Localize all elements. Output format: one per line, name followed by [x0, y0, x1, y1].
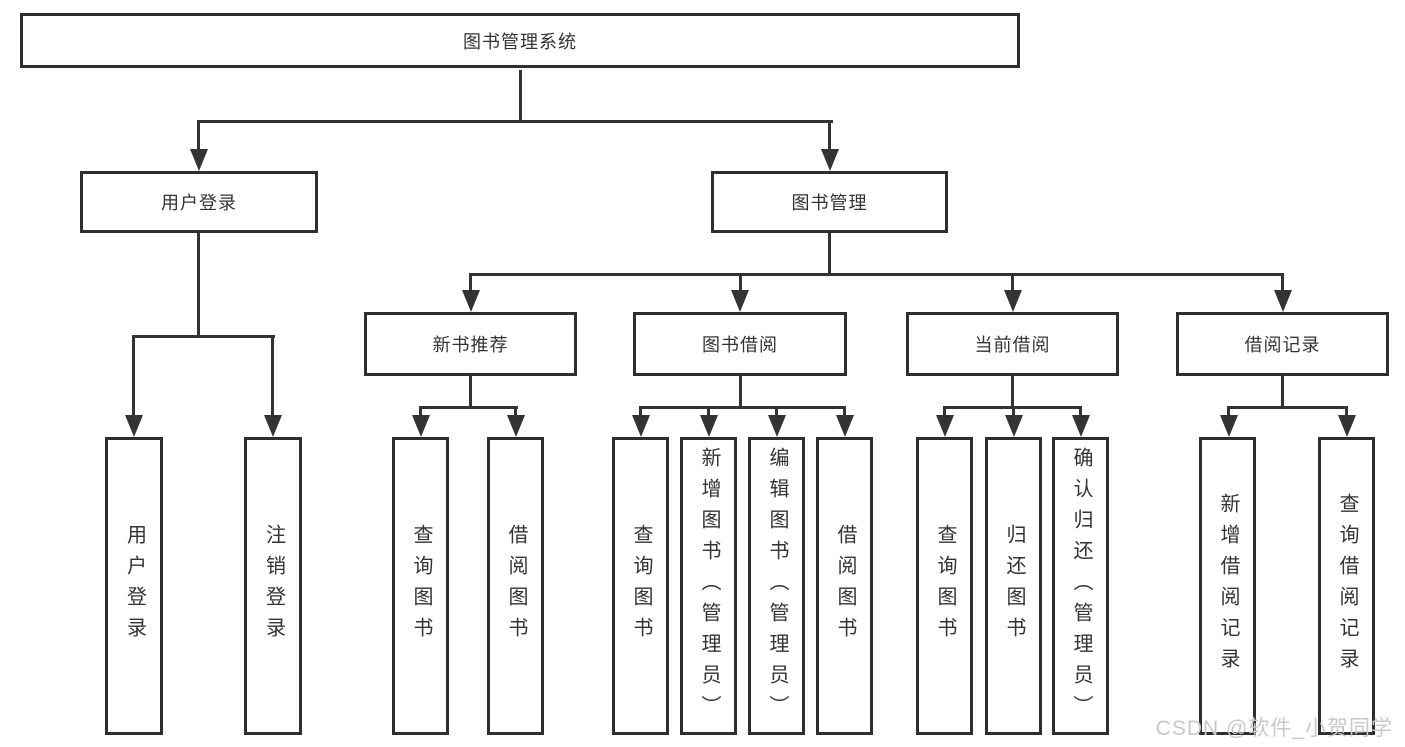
leaf-recommend-query-book: 查询图书	[392, 437, 449, 735]
connector-manage-bar	[469, 273, 1284, 276]
leaf-user-login: 用户登录	[105, 437, 163, 735]
leaf-borrow-borrow-book: 借阅图书	[816, 437, 873, 735]
node-book-management-label: 图书管理	[791, 193, 868, 213]
node-book-management: 图书管理	[711, 171, 948, 233]
connector-root-bar	[197, 120, 833, 123]
leaf-records-add-record: 新增借阅记录	[1199, 437, 1256, 735]
node-book-borrow-label: 图书借阅	[702, 335, 778, 355]
connector-to-borrow	[739, 273, 742, 292]
arrowhead-down-icon	[1004, 290, 1022, 312]
connector-leaf-shaft	[707, 406, 710, 418]
connector-leaf-shaft	[639, 406, 642, 418]
leaf-borrow-borrow-book-label: 借阅图书	[834, 524, 856, 648]
leaf-records-add-record-label: 新增借阅记录	[1217, 493, 1239, 679]
arrowhead-down-icon	[507, 415, 525, 437]
node-root-label: 图书管理系统	[463, 31, 577, 52]
leaf-recommend-borrow-book: 借阅图书	[487, 437, 544, 735]
arrowhead-down-icon	[768, 415, 786, 437]
leaf-current-query-book-label: 查询图书	[934, 524, 956, 648]
arrowhead-down-icon	[700, 415, 718, 437]
node-borrow-records: 借阅记录	[1176, 312, 1389, 376]
arrowhead-down-icon	[731, 290, 749, 312]
connector-borrow-stem	[739, 375, 742, 406]
arrowhead-down-icon	[936, 415, 954, 437]
watermark-text: CSDN @软件_小贺同学	[1155, 717, 1393, 740]
connector-current-stem	[1011, 375, 1014, 406]
leaf-borrow-edit-book-admin: 编辑图书（管理员）	[748, 437, 805, 735]
connector-to-leaf-logout	[271, 335, 274, 417]
connector-login-bar	[132, 335, 275, 338]
connector-leaf-shaft	[943, 406, 946, 418]
arrowhead-down-icon	[1005, 415, 1023, 437]
connector-to-recommend	[469, 273, 472, 292]
leaf-current-query-book: 查询图书	[916, 437, 973, 735]
leaf-logout-label: 注销登录	[262, 524, 285, 648]
connector-root-stem	[519, 70, 522, 120]
leaf-borrow-edit-book-admin-label: 编辑图书（管理员）	[766, 446, 788, 726]
arrowhead-down-icon	[1338, 415, 1356, 437]
node-user-login: 用户登录	[80, 171, 318, 233]
arrowhead-down-icon	[821, 149, 839, 171]
node-root: 图书管理系统	[20, 13, 1020, 68]
leaf-recommend-borrow-book-label: 借阅图书	[505, 524, 527, 648]
arrowhead-down-icon	[1072, 415, 1090, 437]
leaf-current-confirm-return-admin-label: 确认归还（管理员）	[1070, 446, 1092, 726]
node-borrow-records-label: 借阅记录	[1244, 335, 1321, 355]
leaf-borrow-add-book-admin: 新增图书（管理员）	[680, 437, 737, 735]
arrowhead-down-icon	[1220, 415, 1238, 437]
connector-to-leaf-user-login	[132, 335, 135, 417]
leaf-recommend-query-book-label: 查询图书	[410, 524, 432, 648]
connector-borrow-bar	[639, 406, 846, 409]
node-book-borrow: 图书借阅	[633, 312, 847, 376]
node-current-borrow: 当前借阅	[906, 312, 1119, 376]
connector-to-current	[1011, 273, 1014, 292]
connector-leaf-shaft	[1012, 406, 1015, 418]
connector-to-book-management	[828, 120, 831, 150]
arrowhead-down-icon	[190, 149, 208, 171]
arrowhead-down-icon	[412, 415, 430, 437]
connector-recommend-stem	[469, 375, 472, 406]
leaf-current-confirm-return-admin: 确认归还（管理员）	[1052, 437, 1109, 735]
arrowhead-down-icon	[462, 290, 480, 312]
connector-leaf-shaft	[843, 406, 846, 418]
leaf-records-query-record-label: 查询借阅记录	[1336, 493, 1358, 679]
node-new-book-recommend-label: 新书推荐	[432, 335, 509, 355]
connector-records-bar	[1227, 406, 1348, 409]
arrowhead-down-icon	[836, 415, 854, 437]
connector-leaf-shaft	[775, 406, 778, 418]
leaf-records-query-record: 查询借阅记录	[1318, 437, 1375, 735]
connector-leaf-shaft	[1345, 406, 1348, 418]
connector-to-user-login	[197, 120, 200, 150]
connector-to-records	[1281, 273, 1284, 292]
connector-leaf-shaft	[514, 406, 517, 418]
node-new-book-recommend: 新书推荐	[364, 312, 577, 376]
arrowhead-down-icon	[264, 415, 282, 437]
connector-leaf-shaft	[1227, 406, 1230, 418]
leaf-logout: 注销登录	[244, 437, 302, 735]
connector-leaf-shaft	[1079, 406, 1082, 418]
leaf-current-return-book: 归还图书	[985, 437, 1042, 735]
leaf-current-return-book-label: 归还图书	[1003, 524, 1025, 648]
leaf-user-login-label: 用户登录	[123, 524, 146, 648]
leaf-borrow-query-book: 查询图书	[612, 437, 669, 735]
leaf-borrow-query-book-label: 查询图书	[630, 524, 652, 648]
connector-records-stem	[1281, 375, 1284, 406]
connector-leaf-shaft	[419, 406, 422, 418]
arrowhead-down-icon	[632, 415, 650, 437]
leaf-borrow-add-book-admin-label: 新增图书（管理员）	[698, 446, 720, 726]
connector-manage-stem	[828, 233, 831, 273]
node-current-borrow-label: 当前借阅	[974, 335, 1051, 355]
node-user-login-label: 用户登录	[161, 193, 237, 213]
connector-recommend-bar	[419, 406, 518, 409]
arrowhead-down-icon	[1274, 290, 1292, 312]
connector-login-stem	[197, 233, 200, 335]
arrowhead-down-icon	[125, 415, 143, 437]
